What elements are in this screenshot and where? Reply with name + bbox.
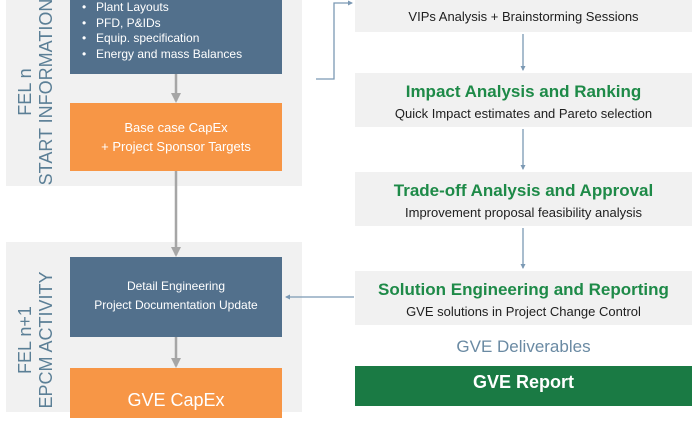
step-box-ideas: VIPs Analysis + Brainstorming Sessions	[355, 0, 692, 32]
base-case-capex-box: Base case CapEx + Project Sponsor Target…	[70, 103, 282, 171]
step-box-solution: Solution Engineering and Reporting GVE s…	[355, 271, 692, 325]
input-item: Energy and mass Balances	[82, 47, 282, 63]
input-item: PFD, P&IDs	[82, 16, 282, 32]
step-subtitle: GVE solutions in Project Change Control	[406, 304, 641, 319]
connector-lines	[171, 0, 526, 368]
step-title: Impact Analysis and Ranking	[405, 82, 642, 101]
start-information-box: Plant Layouts PFD, P&IDs Equip. specific…	[70, 0, 282, 74]
detail-engineering-box: Detail Engineering Project Documentation…	[70, 257, 282, 337]
step-subtitle: Quick Impact estimates and Pareto select…	[394, 106, 653, 121]
detail-engineering-line1: Detail Engineering	[126, 279, 226, 293]
base-case-capex-line1: Base case CapEx	[124, 120, 228, 135]
arrow-start-to-ideas	[316, 0, 354, 80]
input-item: Equip. specification	[82, 31, 282, 47]
gve-report-label: GVE Report	[472, 372, 574, 392]
input-item: Plant Layouts	[82, 0, 282, 16]
step-subtitle: VIPs Analysis + Brainstorming Sessions	[408, 9, 639, 24]
base-case-capex-line2: + Project Sponsor Targets	[101, 139, 251, 154]
step-title: Solution Engineering and Reporting	[378, 280, 669, 299]
gve-deliverables-heading: GVE Deliverables	[456, 337, 591, 356]
gve-report-box: GVE Report	[355, 366, 692, 406]
step-box-impact: Impact Analysis and Ranking Quick Impact…	[355, 73, 692, 127]
step-title: Trade-off Analysis and Approval	[393, 181, 654, 200]
input-list: Plant Layouts PFD, P&IDs Equip. specific…	[70, 0, 282, 62]
step-subtitle: Improvement proposal feasibility analysi…	[405, 205, 642, 220]
step-box-tradeoff: Trade-off Analysis and Approval Improvem…	[355, 172, 692, 226]
detail-engineering-line2: Project Documentation Update	[94, 298, 258, 312]
